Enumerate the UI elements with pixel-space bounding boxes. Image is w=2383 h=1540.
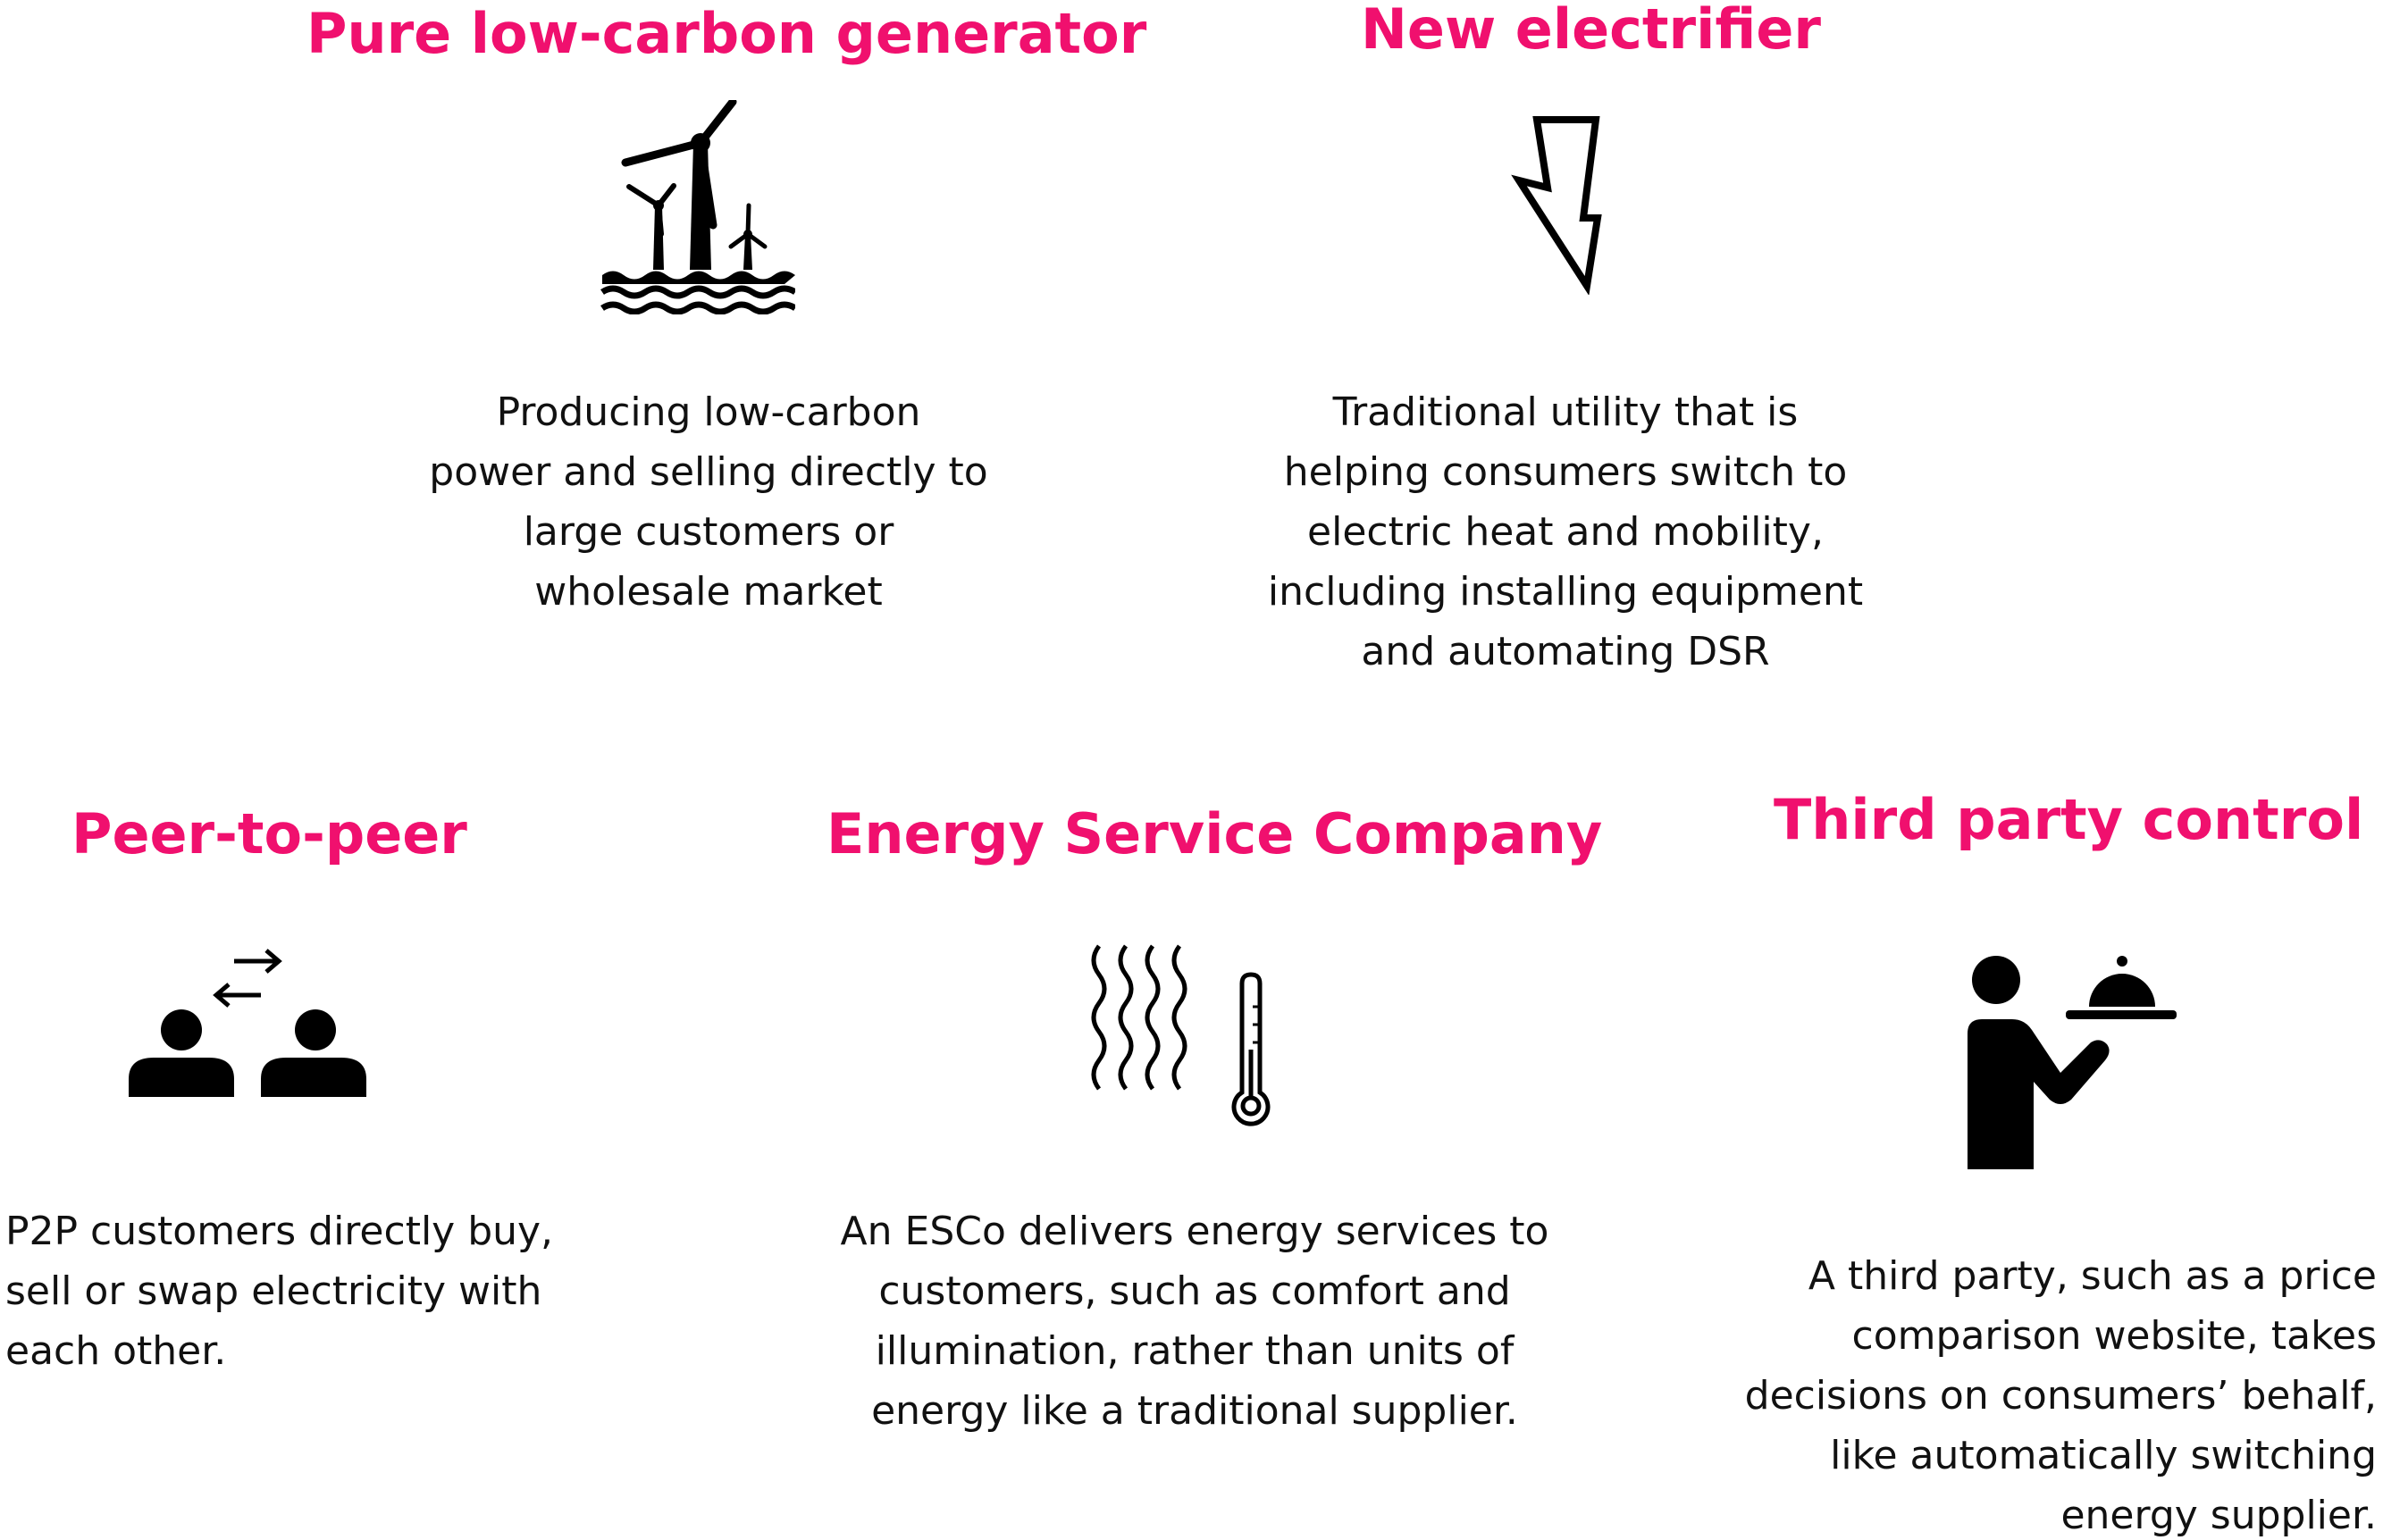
third-party-control-description: A third party, such as a price compariso… (1744, 1253, 2377, 1538)
pure-low-carbon-generator-title: Pure low-carbon generator (306, 1, 1147, 66)
wind-turbines-icon (599, 100, 795, 314)
peer-to-peer-title: Peer-to-peer (71, 801, 467, 866)
energy-service-company-description: An ESCo delivers energy services to cust… (840, 1209, 1549, 1434)
third-party-control-title: Third party control (1774, 787, 2364, 852)
peer-to-peer-description: P2P customers directly buy, sell or swap… (5, 1209, 554, 1374)
heat-thermometer-icon (1081, 942, 1305, 1134)
peer-exchange-icon (125, 947, 371, 1103)
energy-service-company-title: Energy Service Company (826, 801, 1603, 866)
new-electrifier-title: New electrifier (1361, 0, 1821, 62)
pure-low-carbon-generator-description: Producing low-carbon power and selling d… (429, 389, 988, 615)
lightning-bolt-icon (1510, 116, 1608, 295)
waiter-serving-icon (1957, 951, 2180, 1175)
new-electrifier-description: Traditional utility that is helping cons… (1267, 389, 1864, 674)
